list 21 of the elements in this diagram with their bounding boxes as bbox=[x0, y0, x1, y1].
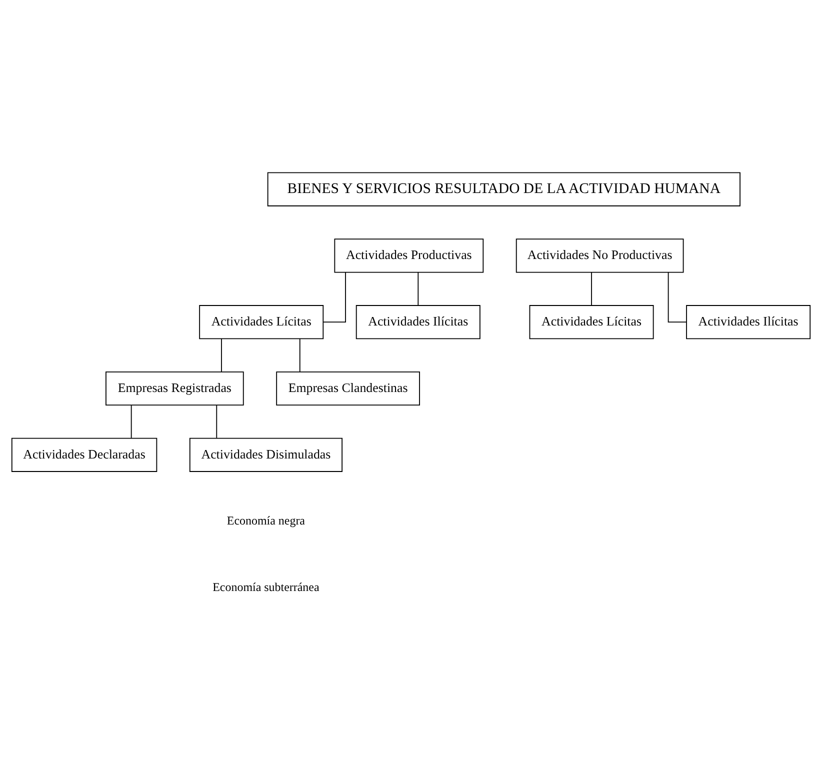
connector bbox=[299, 338, 300, 372]
node-box: Actividades No Productivas bbox=[516, 238, 684, 272]
label: Economía negra bbox=[226, 512, 306, 527]
node-box: Actividades Lícitas bbox=[199, 304, 324, 339]
connector bbox=[221, 338, 222, 372]
node-box: Actividades Ilícitas bbox=[686, 304, 811, 339]
label: Economía subterránea bbox=[212, 579, 320, 594]
node-box: Empresas Clandestinas bbox=[276, 370, 420, 406]
node-box: Actividades Declaradas bbox=[11, 437, 158, 472]
connector bbox=[418, 272, 419, 306]
node-box: BIENES Y SERVICIOS RESULTADO DE LA ACTIVIDAD HUMANA bbox=[267, 172, 740, 206]
connector bbox=[130, 404, 132, 438]
node-box: Actividades Disimuladas bbox=[189, 437, 343, 472]
node-box: Actividades Lícitas bbox=[529, 304, 654, 339]
connector bbox=[216, 404, 218, 438]
node-box: Actividades Ilícitas bbox=[356, 304, 480, 339]
connector bbox=[322, 272, 346, 322]
connector bbox=[668, 272, 687, 322]
node-box: Empresas Registradas bbox=[106, 370, 244, 406]
node-box: Actividades Productivas bbox=[334, 238, 484, 272]
connector bbox=[591, 272, 592, 306]
